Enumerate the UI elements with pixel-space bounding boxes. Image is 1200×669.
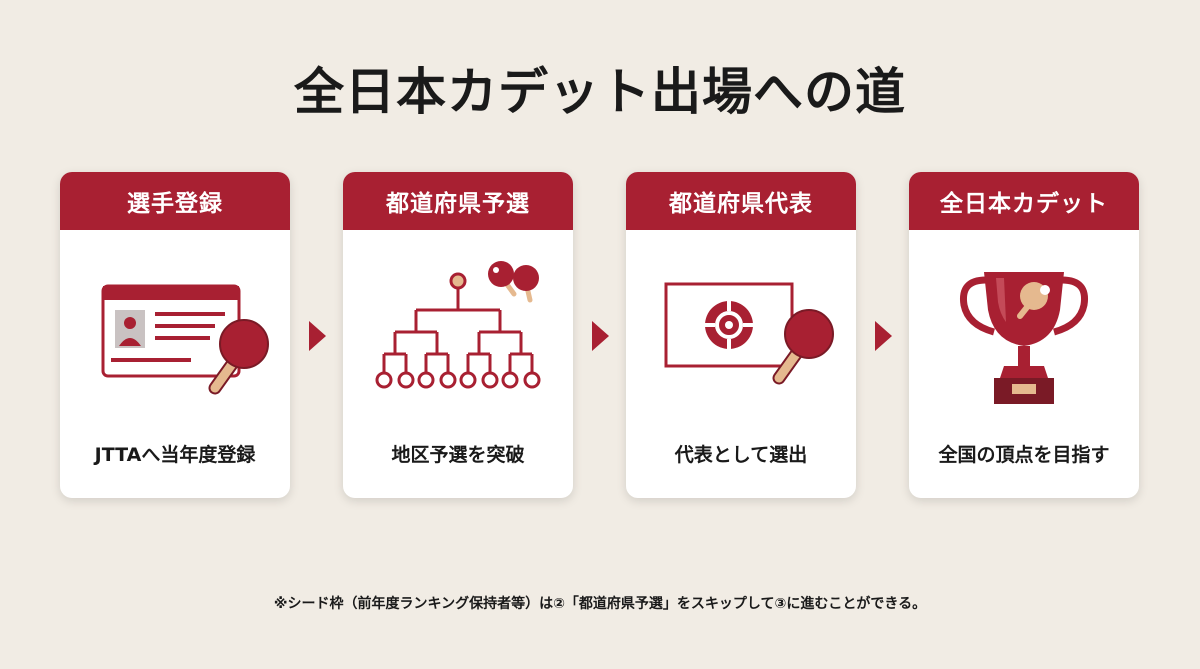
prefecture-flag-icon	[664, 282, 834, 385]
step-caption: JTTAへ当年度登録	[94, 444, 256, 466]
trophy-icon	[959, 272, 1089, 404]
step-card-all-japan-cadet: 全日本カデット 全国の頂点を目指す	[909, 172, 1139, 498]
step-caption: 代表として選出	[674, 444, 808, 466]
step-header: 都道府県代表	[626, 172, 856, 230]
step-card-registration: 選手登録 JTTAへ当年度登録	[60, 172, 290, 498]
tournament-bracket-icon	[375, 261, 541, 389]
flow-arrow	[592, 321, 609, 351]
step-header: 全日本カデット	[909, 172, 1139, 230]
step-card-prefectural-qualifier: 都道府県予選	[343, 172, 573, 498]
id-card-paddle-icon	[101, 284, 269, 395]
step-header: 選手登録	[60, 172, 290, 230]
step-caption: 地区予選を突破	[391, 444, 525, 466]
step-header: 都道府県予選	[343, 172, 573, 230]
flow-arrow	[875, 321, 892, 351]
step-card-prefectural-representative: 都道府県代表 代表として選出	[626, 172, 856, 498]
flow-arrow	[309, 321, 326, 351]
step-caption: 全国の頂点を目指す	[938, 444, 1110, 466]
page-title: 全日本カデット出場への道	[294, 63, 906, 121]
seed-footnote: ※シード枠（前年度ランキング保持者等）は②「都道府県予選」をスキップして③に進む…	[273, 596, 927, 612]
